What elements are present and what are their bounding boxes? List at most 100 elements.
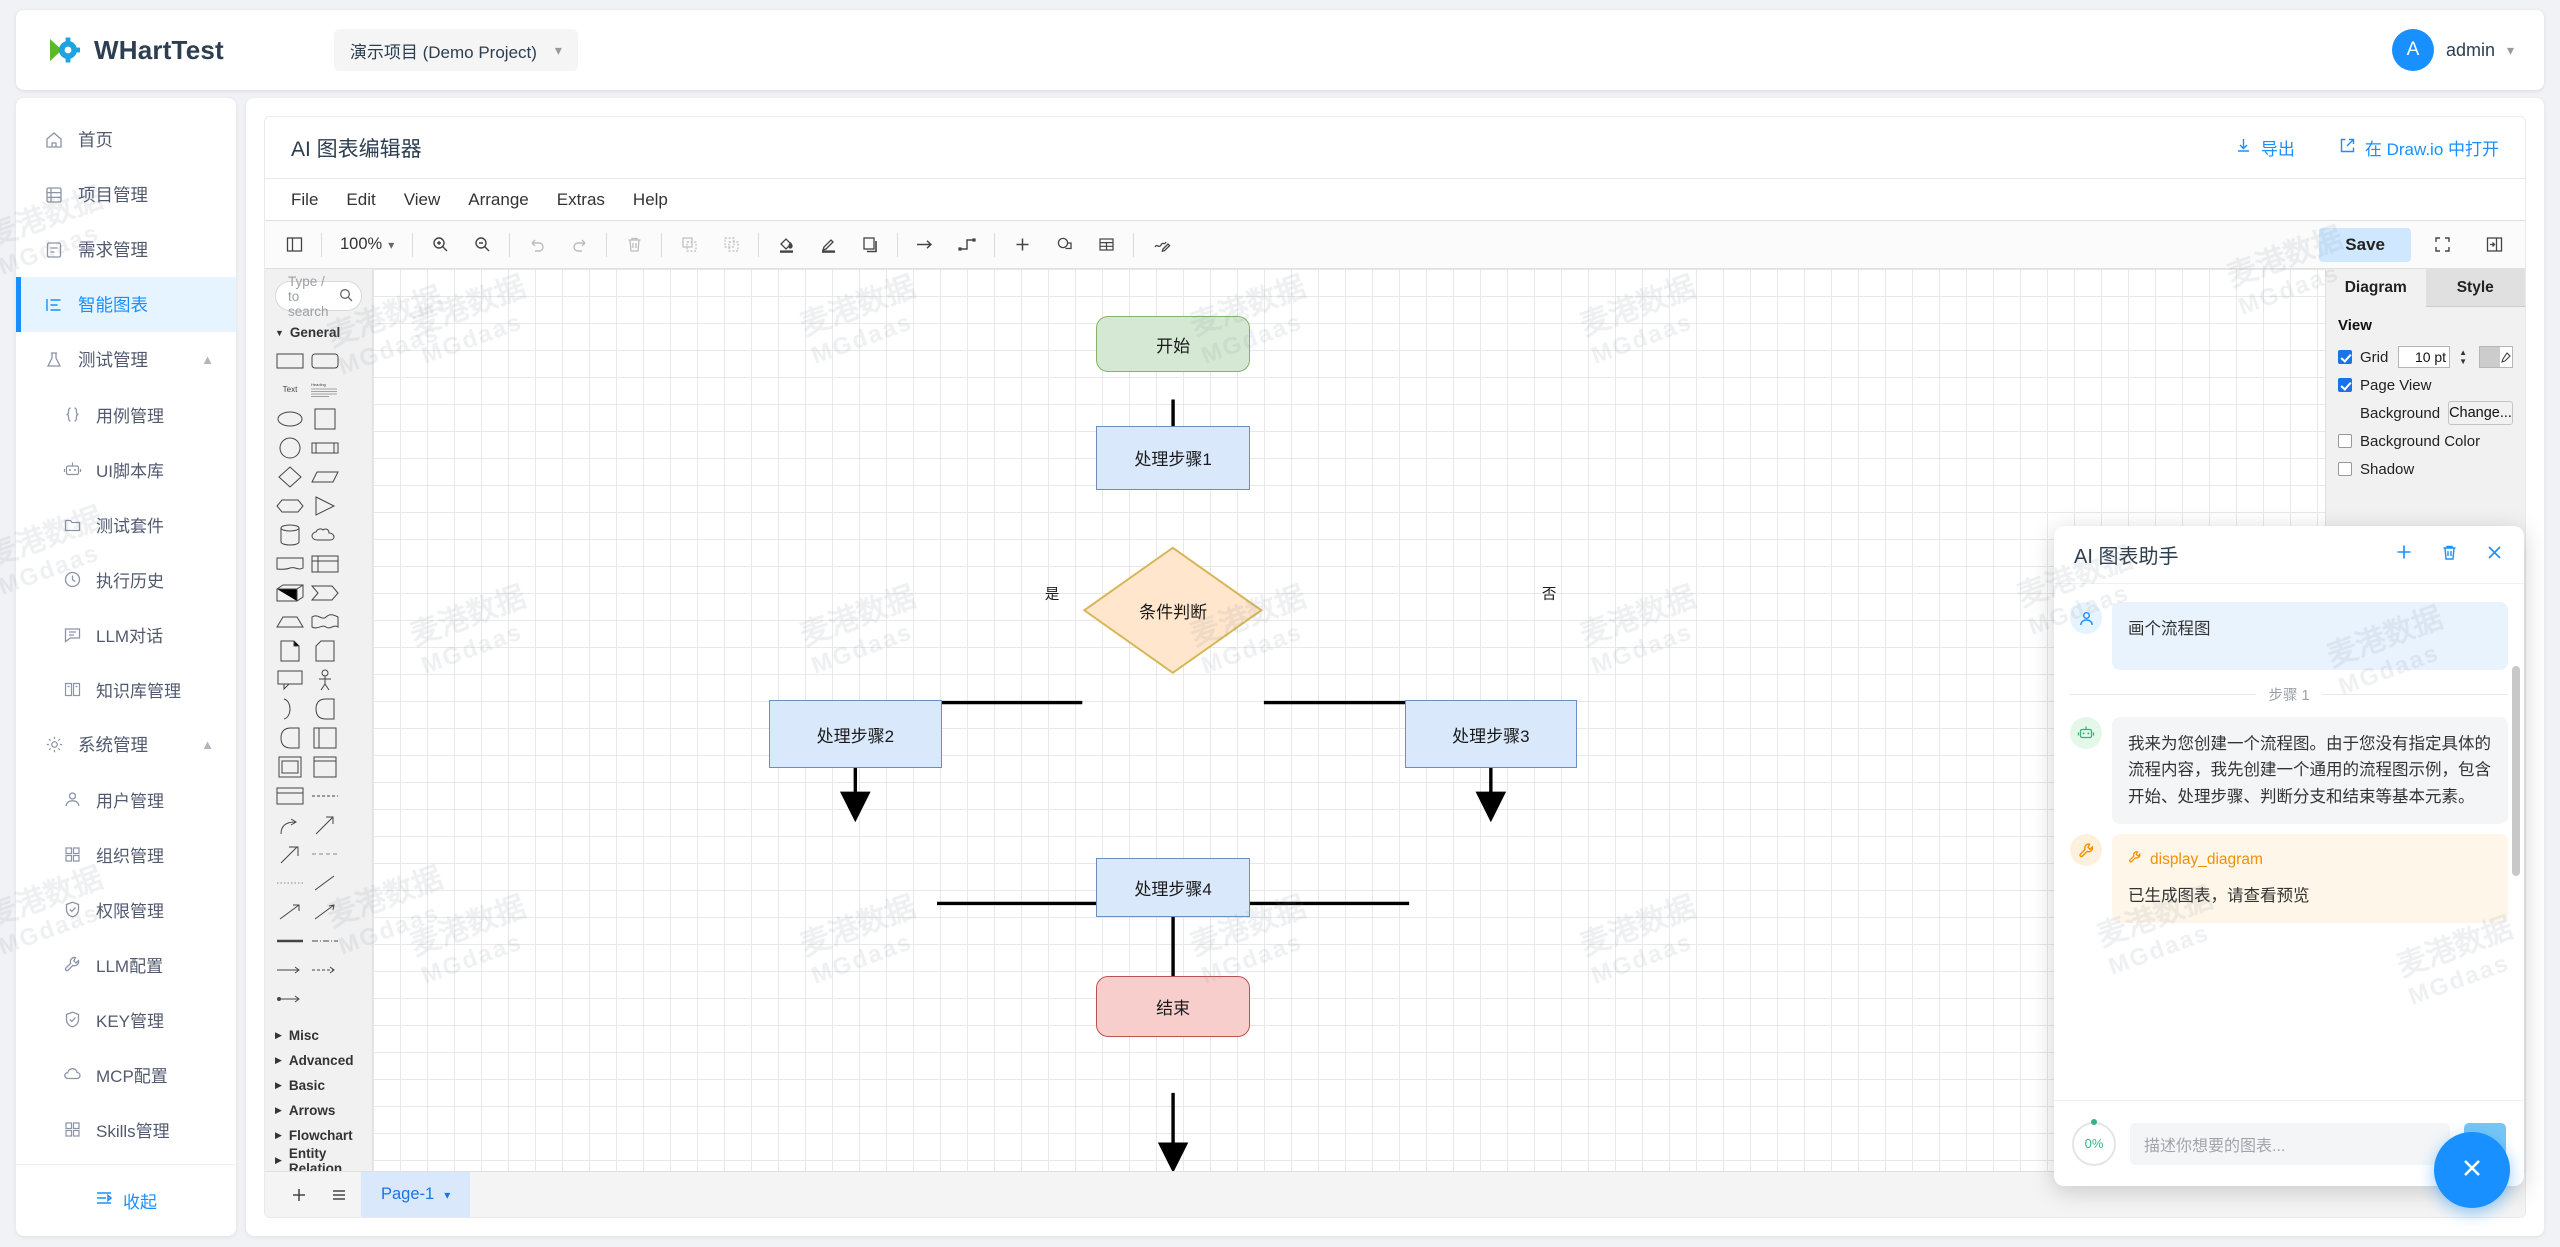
export-button[interactable]: 导出 (2235, 135, 2295, 160)
sidebar-item-18[interactable]: Skills管理 (16, 1102, 236, 1157)
shape-process[interactable] (310, 435, 340, 460)
tab-style[interactable]: Style (2425, 269, 2525, 307)
sidebar-item-6[interactable]: UI脚本库 (16, 442, 236, 497)
shape-list[interactable] (275, 783, 305, 808)
shape-ellipse[interactable] (275, 406, 305, 431)
shape-note[interactable] (275, 638, 305, 663)
trash-icon[interactable] (2440, 543, 2459, 567)
avatar[interactable]: A (2391, 29, 2434, 71)
shape-callout[interactable] (275, 667, 305, 692)
shape-cylinder[interactable] (275, 522, 305, 547)
shape-line-diagonal[interactable] (310, 870, 340, 895)
shape-dash-dot-line[interactable] (310, 928, 340, 953)
shape-rounded-rectangle[interactable] (310, 348, 340, 373)
shape-trapezoid[interactable] (275, 609, 305, 634)
flow-node-end[interactable]: 结束 (1095, 976, 1251, 1038)
add-page-button[interactable] (281, 1178, 317, 1212)
grid-checkbox[interactable] (2338, 350, 2352, 364)
delete-icon[interactable] (613, 225, 655, 265)
shape-card[interactable] (310, 638, 340, 663)
flow-node-start[interactable]: 开始 (1095, 316, 1251, 372)
shapes-group-misc[interactable]: ▶Misc (275, 1023, 362, 1048)
grid-size-stepper[interactable]: ▲▼ (2459, 347, 2467, 366)
shape-textbox[interactable]: Heading (310, 377, 340, 402)
plus-icon[interactable] (2394, 542, 2414, 567)
shadow-icon[interactable] (849, 225, 891, 265)
flow-node-p1[interactable]: 处理步骤1 (1095, 426, 1251, 490)
menu-help[interactable]: Help (632, 189, 668, 209)
sidebar-item-3[interactable]: 智能图表 (16, 277, 236, 332)
shape-line-diagonal-arrow2[interactable] (310, 899, 340, 924)
brand[interactable]: WHartTest (46, 33, 224, 67)
to-front-icon[interactable] (668, 225, 710, 265)
shapes-group-advanced[interactable]: ▶Advanced (275, 1048, 362, 1073)
menu-extras[interactable]: Extras (556, 189, 605, 209)
sidebar-item-4[interactable]: 测试管理▲ (16, 332, 236, 387)
sidebar-item-8[interactable]: 执行历史 (16, 552, 236, 607)
toggle-right-panel-icon[interactable] (2473, 225, 2515, 265)
shape-arrow-up-right[interactable] (275, 841, 305, 866)
ai-message-list[interactable]: 画个流程图 步骤 1 我来为您创建一个流程图。由于您没有指定具体的流程内容，我先… (2054, 584, 2524, 1100)
shapes-group-basic[interactable]: ▶Basic (275, 1073, 362, 1098)
shape-dashed-line[interactable] (310, 783, 340, 808)
shape-document[interactable] (275, 551, 305, 576)
undo-icon[interactable] (516, 225, 558, 265)
zoom-out-icon[interactable] (461, 225, 503, 265)
menu-view[interactable]: View (403, 189, 441, 209)
shapes-group-flowchart[interactable]: ▶Flowchart (275, 1123, 362, 1148)
shape-square[interactable] (310, 406, 340, 431)
shape-connector[interactable] (275, 986, 305, 1011)
menu-file[interactable]: File (291, 189, 319, 209)
shape-circle[interactable] (275, 435, 305, 460)
redo-icon[interactable] (558, 225, 600, 265)
shadow-checkbox[interactable] (2338, 462, 2352, 476)
flow-node-p3[interactable]: 处理步骤3 (1404, 700, 1578, 769)
flow-node-cond[interactable]: 条件判断 (1082, 546, 1264, 675)
search-input[interactable]: Type / to search (275, 274, 362, 319)
project-selector[interactable]: 演示项目 (Demo Project) ▾ (333, 29, 578, 71)
shape-step[interactable] (310, 580, 340, 605)
close-ai-fab[interactable] (2434, 1132, 2510, 1208)
shape-line-dashed-arrow[interactable] (310, 957, 340, 982)
shapes-group-arrows[interactable]: ▶Arrows (275, 1098, 362, 1123)
sidebar-item-16[interactable]: KEY管理 (16, 992, 236, 1047)
sidebar-item-10[interactable]: 知识库管理 (16, 662, 236, 717)
shape-container2[interactable] (275, 754, 305, 779)
shape-line-arrow[interactable] (275, 957, 305, 982)
shape-text[interactable]: Text (282, 385, 298, 394)
open-in-drawio-button[interactable]: 在 Draw.io 中打开 (2339, 135, 2499, 160)
sidebar-item-7[interactable]: 测试套件 (16, 497, 236, 552)
fill-color-icon[interactable] (765, 225, 807, 265)
grid-color-swatch[interactable] (2479, 346, 2513, 368)
shape-delay[interactable] (310, 696, 340, 721)
sidebar-item-5[interactable]: 用例管理 (16, 387, 236, 442)
shape-cloud[interactable] (310, 522, 340, 547)
chevron-down-icon[interactable]: ▾ (2506, 41, 2514, 58)
shape-diagonal-arrow[interactable] (310, 812, 340, 837)
to-back-icon[interactable] (710, 225, 752, 265)
sidebar-item-2[interactable]: 需求管理 (16, 222, 236, 277)
shape-triangle[interactable] (310, 493, 340, 518)
shape-vertical-container[interactable] (310, 754, 340, 779)
shape-hexagon[interactable] (275, 493, 305, 518)
flow-node-p4[interactable]: 处理步骤4 (1095, 858, 1251, 918)
save-button[interactable]: Save (2319, 227, 2411, 262)
shape-container[interactable] (310, 725, 340, 750)
shapes-group-general[interactable]: ▼ General (275, 325, 362, 340)
shape-actor[interactable] (310, 667, 340, 692)
page-menu-button[interactable] (321, 1178, 357, 1212)
shape-curve[interactable] (275, 812, 305, 837)
sidebar-item-11[interactable]: 系统管理▲ (16, 717, 236, 772)
shape-parallelogram[interactable] (310, 464, 340, 489)
format-panel-icon[interactable] (273, 225, 315, 265)
shape-or[interactable] (275, 696, 305, 721)
zoom-selector[interactable]: 100% ▾ (328, 235, 406, 254)
sidebar-item-17[interactable]: MCP配置 (16, 1047, 236, 1102)
sidebar-item-14[interactable]: 权限管理 (16, 882, 236, 937)
shape-line-dotted[interactable] (275, 870, 305, 895)
shape-half-circle[interactable] (275, 725, 305, 750)
shape-diamond[interactable] (275, 464, 305, 489)
ai-prompt-input[interactable]: 描述你想要的图表... (2130, 1122, 2450, 1165)
sidebar-item-15[interactable]: LLM配置 (16, 937, 236, 992)
